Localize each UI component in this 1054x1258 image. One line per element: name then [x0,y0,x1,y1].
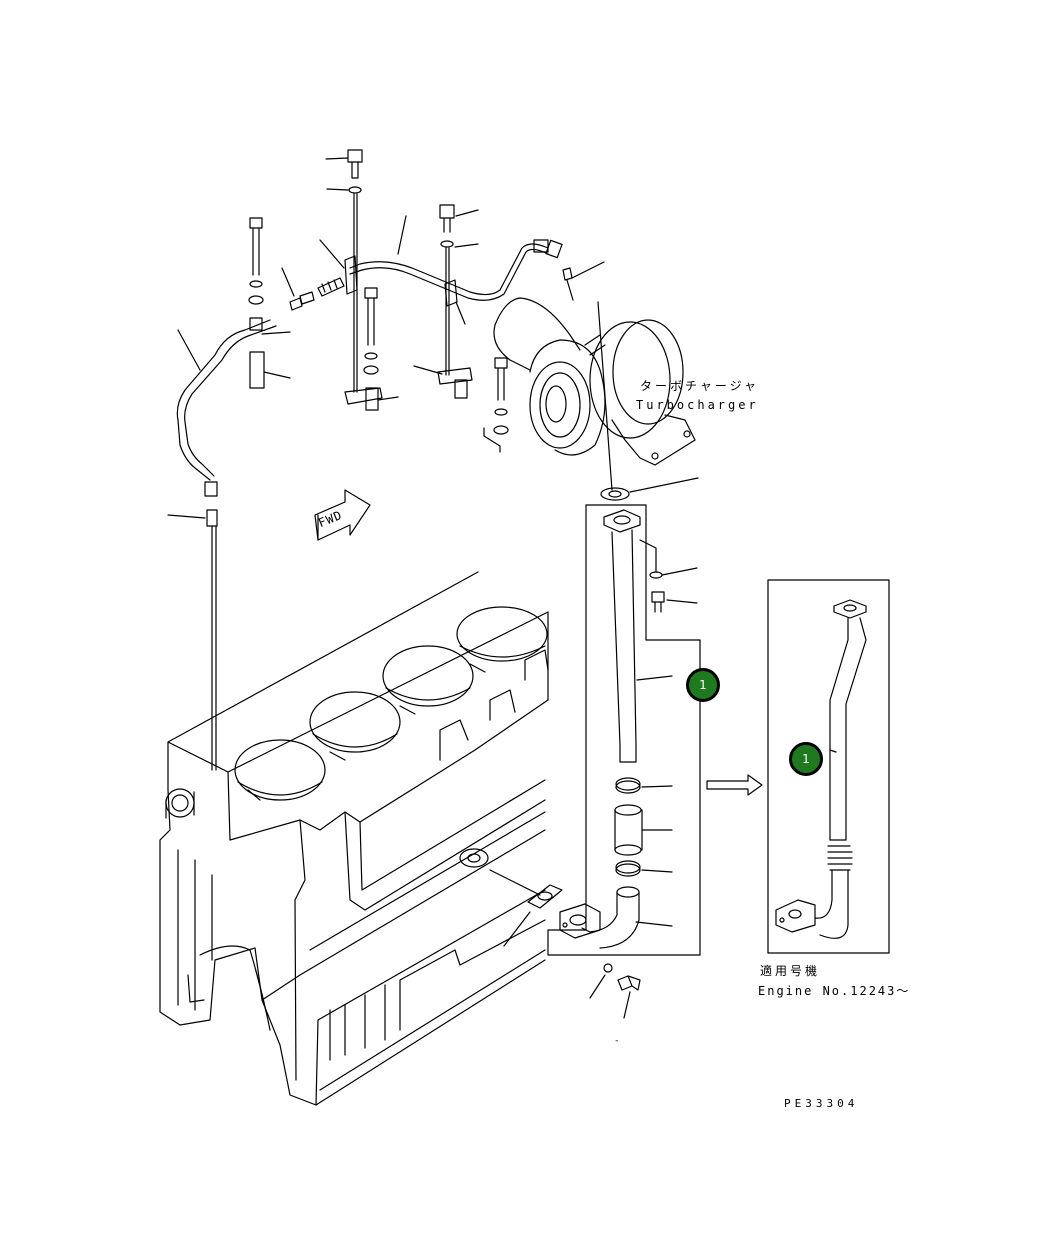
turbocharger [493,297,696,466]
turbocharger-label-en: Turbocharger [636,398,759,412]
fwd-arrow [314,489,371,541]
applicability-label-en: Engine No.12243～ [758,984,911,998]
applicability-label-jp: 適用号機 [760,964,821,978]
callout-1-main[interactable]: 1 [686,668,720,702]
callout-1-detail[interactable]: 1 [789,742,823,776]
dash-mark: - [614,1036,623,1046]
leader-lines [167,157,837,1019]
turbocharger-label-jp: ターボチャージャ [640,379,760,393]
engine-block [159,571,549,1106]
upper-hardware [248,149,630,501]
drawing-number: PE33304 [784,1097,859,1110]
oil-supply-line [176,239,574,771]
oil-drain-tube [527,504,701,991]
detail-arrow [706,774,763,796]
detail-box [767,579,890,954]
